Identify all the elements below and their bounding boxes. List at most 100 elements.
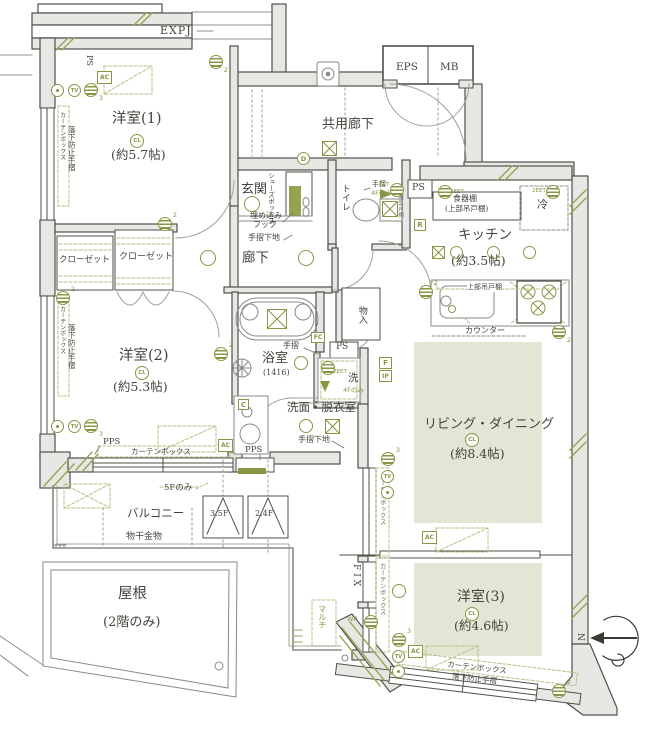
drying-bracket-label: 物干金物 (126, 532, 163, 542)
hook-label-2: フック (253, 220, 277, 229)
closet-label-2: クローゼット (119, 252, 174, 262)
washer-valve (320, 381, 330, 392)
closet-hanger-dashes (58, 237, 172, 285)
fc-icon: FC (311, 332, 325, 343)
tv-icon-western3: TV (392, 650, 405, 663)
light-icon-kitchen-1 (450, 246, 463, 259)
pps-label-1: PPS (103, 437, 121, 447)
room-area-western3: (約4.6帖) (454, 618, 509, 633)
room-area-western2: (約5.3帖) (113, 379, 168, 394)
dot-outlet-icon-western3 (392, 665, 405, 678)
outlet-icon-living-col: 3 (381, 446, 400, 466)
counter-label: カウンター (465, 326, 505, 335)
outlet-icon-counter-right: 2 (552, 325, 571, 344)
room-label-toilet: トイレ (339, 184, 350, 211)
room-area-living-dining: (約8.4帖) (450, 446, 505, 461)
cl-icon-western3: CL (465, 607, 479, 621)
outlet-icon-western1-row: 3 (84, 83, 103, 102)
walls (31, 3, 618, 716)
outlet-icon-western1-tr: 2 (209, 55, 228, 74)
light-icon-entrance (244, 196, 260, 212)
fix-window-label: FIX (350, 564, 361, 590)
balcony-railing (52, 485, 342, 651)
only-5f-label: 5Fのみ (164, 483, 193, 493)
room-area-roof: (2階のみ) (103, 615, 161, 630)
wp-label: WP (347, 615, 358, 623)
room-label-western3: 洋室(3) (457, 589, 505, 605)
only-4f-label-washer: 4Fのみ (343, 386, 364, 394)
pps-label-2: PPS (245, 445, 263, 455)
room-label-washroom: 洗面・脱衣室 (287, 400, 356, 414)
curtain-box-label-ld-west: カーテンボックス (378, 473, 387, 525)
cupboard-note-label: (上部吊戸棚) (445, 204, 489, 213)
ac-icon-western2: AC (218, 439, 233, 452)
room-label-shared-corridor: 共用廊下 (322, 117, 375, 132)
tv-icon-western2: TV (68, 420, 81, 433)
dot-outlet-icon-living (381, 486, 394, 499)
shoe-cabinet-shade (289, 186, 301, 216)
eet2-label-washer: 2EET (333, 369, 347, 375)
ps-label-top: PS (412, 182, 425, 193)
leader-lines (94, 30, 371, 461)
room-label-balcony: バルコニー (127, 506, 185, 520)
closet-label-1: クローゼット (59, 255, 111, 265)
ps-label-mid: PS (336, 342, 349, 352)
xbox-icon-kitchen (432, 246, 445, 259)
upper-cabinet-label-toilet: 上部吊戸棚 (397, 190, 404, 218)
balcony-hatches (202, 495, 289, 539)
light-icon-kitchen-2 (487, 246, 500, 259)
light-icon-washroom (299, 419, 313, 433)
mb-label: MB (440, 61, 459, 73)
ac-icon-western3: AC (408, 645, 423, 658)
sliding-partition (339, 550, 573, 559)
hatch-24-label: 2.4F (255, 509, 274, 518)
living-dining-floor (414, 342, 542, 523)
handrail-base-label-entrance: 手摺下地 (248, 233, 280, 242)
ac-icon-living: AC (422, 531, 437, 544)
outlet-icon-toilet (390, 183, 404, 197)
dot-outlet-icon-western1 (51, 84, 64, 97)
xbox-icon-corridor (322, 141, 337, 156)
cupboard-label: 食器棚 (453, 194, 477, 203)
room-label-western2: 洋室(2) (119, 348, 169, 364)
xbox-icon-bath (267, 309, 287, 329)
xbox-icon-washroom (325, 419, 340, 434)
expansion-joint-lines (191, 11, 283, 40)
cl-icon-living: CL (465, 433, 479, 447)
light-icon-kitchen-3 (523, 246, 536, 259)
eet2-label-kitchen-2: 2EET (532, 188, 546, 194)
room-label-living-dining: リビング・ダイニング (424, 417, 555, 432)
refrigerator-label: 冷 (537, 198, 548, 211)
hatch-35-label: 3.5F (210, 509, 229, 518)
outlet-icon-wp (364, 615, 378, 629)
room-label-western1: 洋室(1) (112, 111, 162, 127)
room-label-roof: 屋根 (118, 586, 147, 602)
handrail-label-bath: 手摺 (283, 341, 299, 350)
compass-icon (590, 615, 639, 667)
hook-label-1: 埋め込み (250, 211, 282, 220)
expj-label: EXPJ (160, 24, 192, 37)
entrance-floor (237, 197, 313, 222)
roof-outline (42, 561, 349, 698)
eps-label: EPS (396, 61, 418, 73)
room-label-hallway: 廊下 (242, 250, 269, 266)
cl-icon-western1: CL (130, 134, 144, 148)
fall-rail-label-western2: 落下防止手摺 (67, 324, 77, 369)
room-area-bath: (1416) (263, 368, 290, 377)
curtain-box-label-balcony: カーテンボックス (131, 447, 191, 456)
eet-label-toilet: EET (379, 182, 390, 188)
ip-icon: IP (379, 370, 392, 382)
outlet-icon-bottom-right: 2 (552, 678, 571, 698)
outlet-icon-fridge (546, 185, 560, 199)
room-label-entrance: 玄関 (241, 182, 268, 197)
bath-fixtures (232, 297, 319, 378)
outlet-icon-counter-left: 2 (419, 279, 438, 299)
room-label-bath: 浴室 (262, 351, 289, 366)
fall-rail-label-western1: 落下防止手摺 (67, 126, 77, 171)
cl-icon-western2: CL (135, 366, 149, 380)
outlet-icon-kitchen-left (438, 185, 452, 199)
d-icon-corridor: D (297, 152, 310, 165)
north-label: N (577, 633, 588, 641)
dot-outlet-icon-western2 (51, 420, 64, 433)
balcony-threshold (238, 468, 266, 474)
